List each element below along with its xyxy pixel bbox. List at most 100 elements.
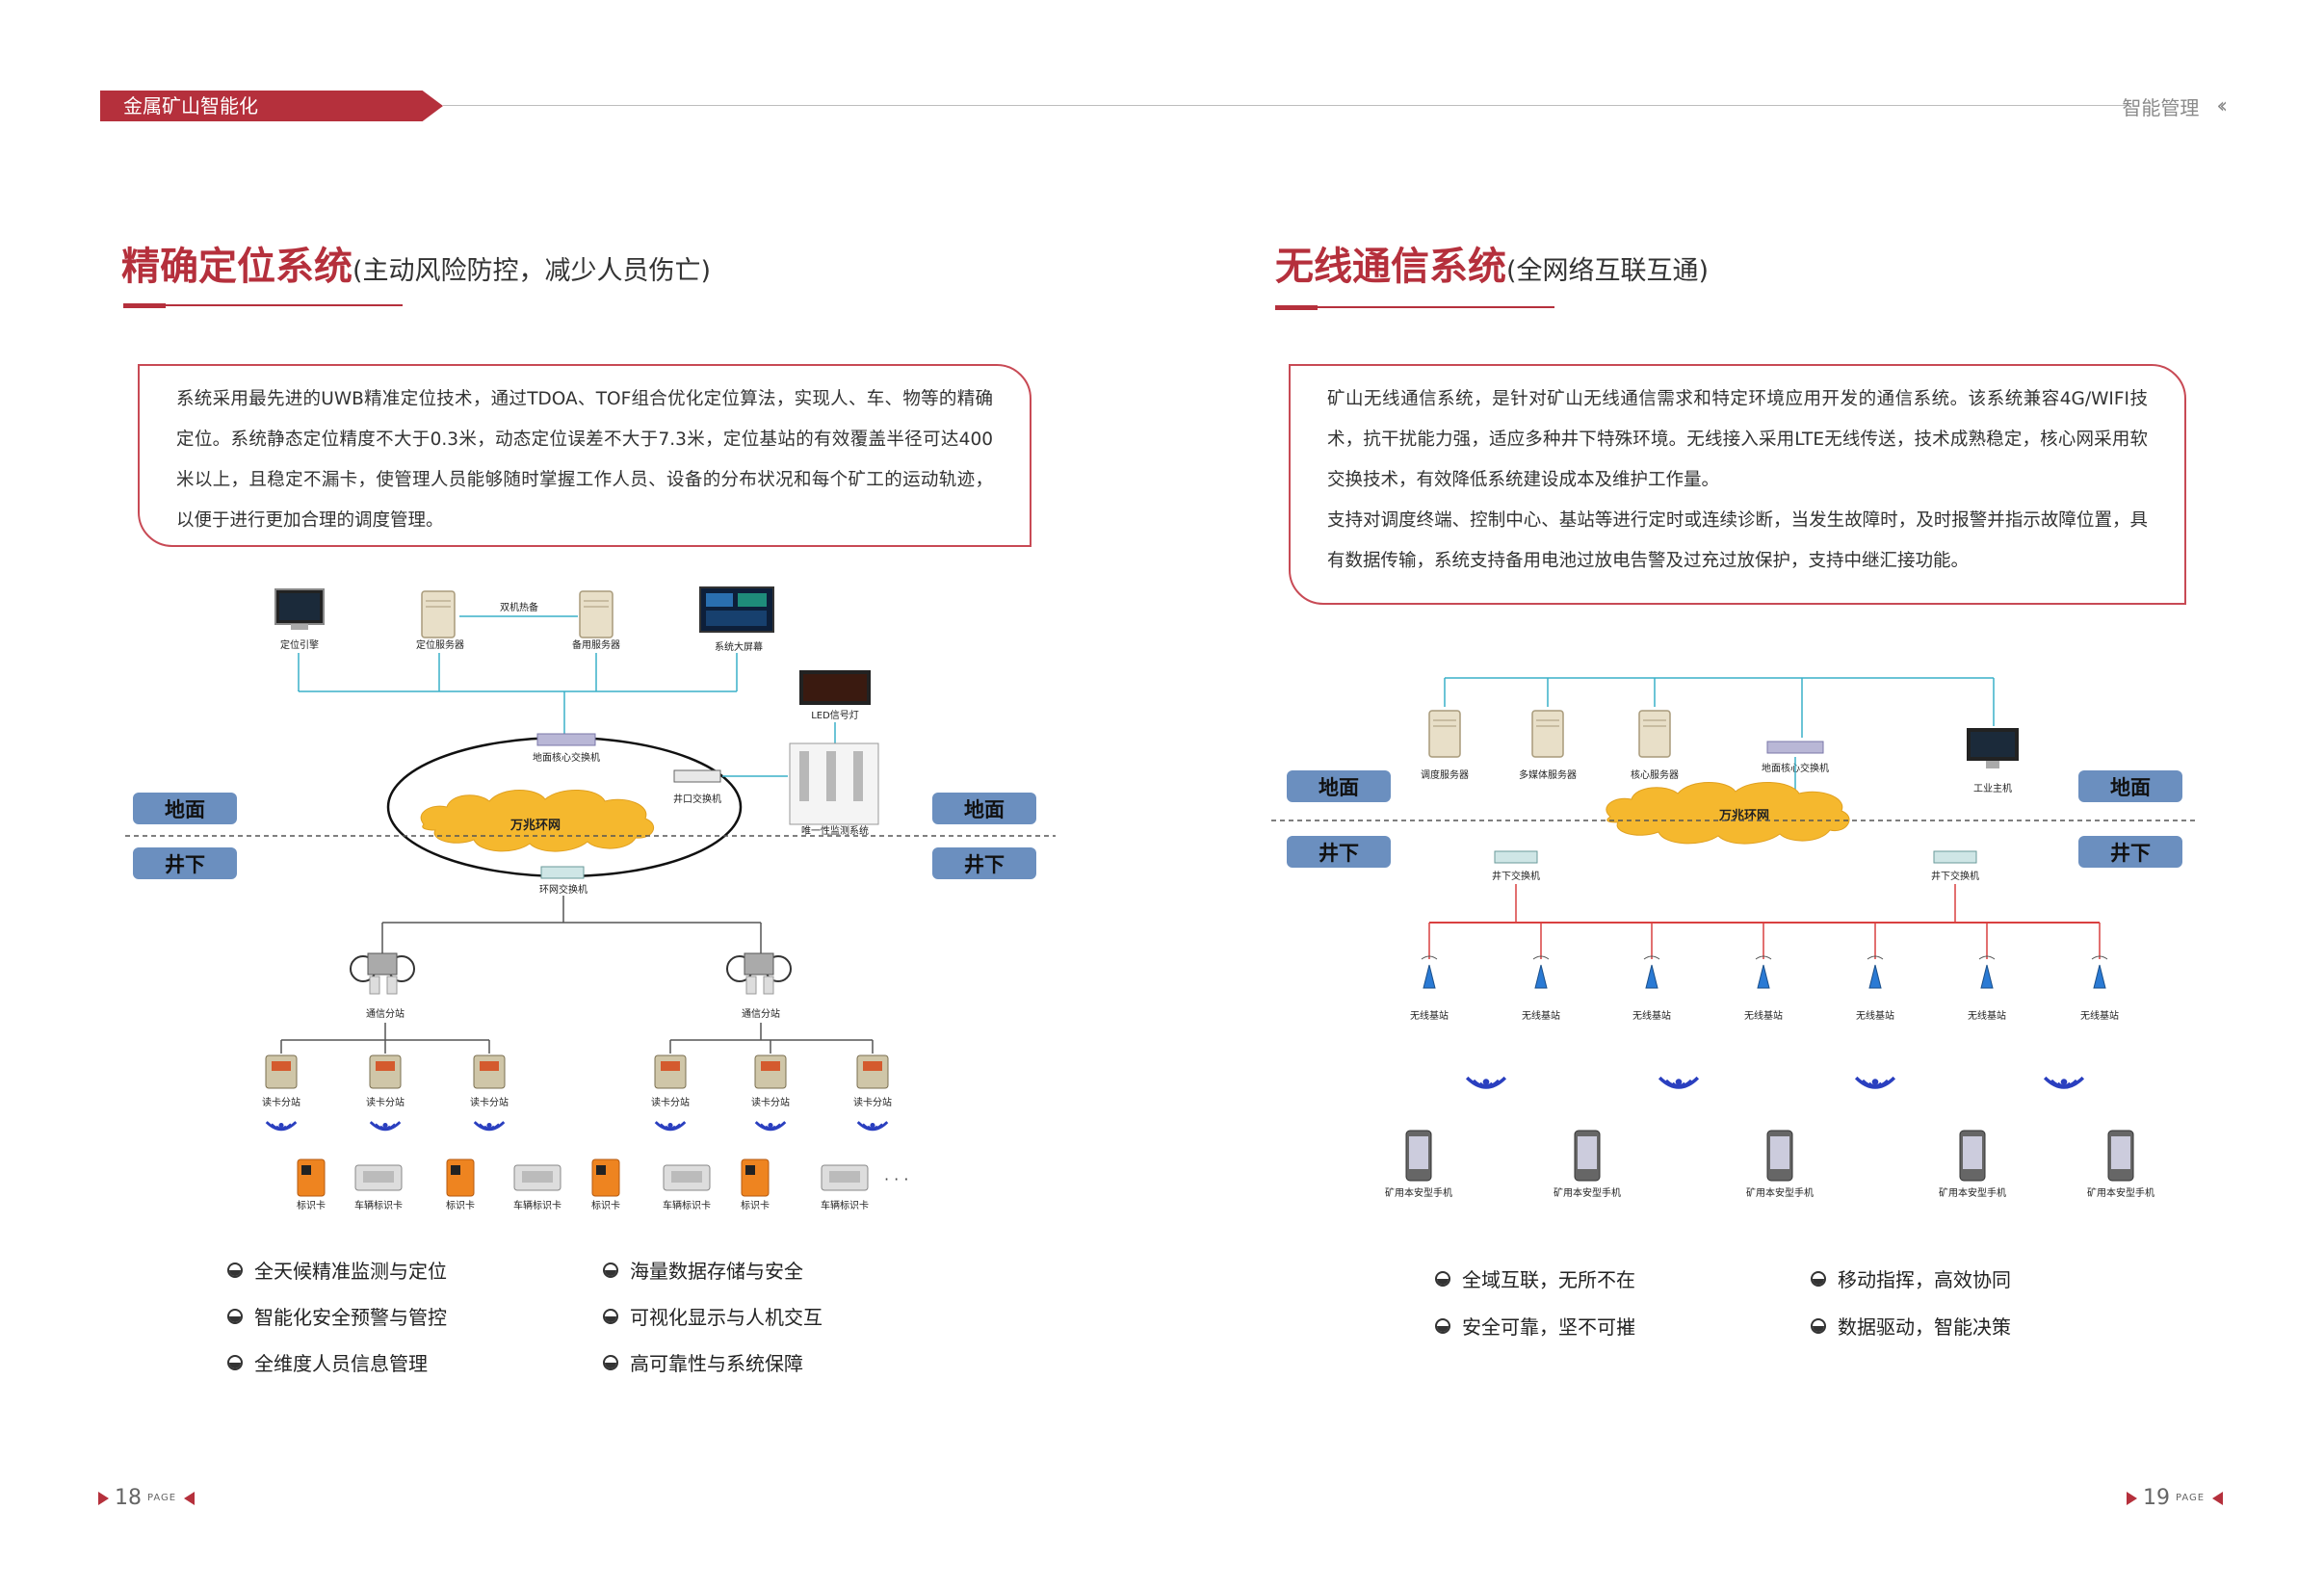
right-bullet: 安全可靠，坚不可摧: [1435, 1312, 1635, 1340]
wave-icon: [1465, 1076, 1507, 1089]
base-station-icon: 无线基站: [1744, 955, 1783, 1022]
left-bullet-text: 高可靠性与系统保障: [630, 1352, 803, 1375]
label-substation-right: 通信分站: [742, 1007, 780, 1020]
label-switch-left: 井下交换机: [1492, 870, 1540, 882]
right-underground-tag: 井下: [1287, 836, 1391, 868]
top-links: [1444, 677, 1995, 738]
wave-row: [1465, 1076, 2085, 1089]
right-description-box: 矿山无线通信系统，是针对矿山无线通信需求和特定环境应用开发的通信系统。该系统兼容…: [1289, 364, 2186, 605]
phone-row: 矿用本安型手机矿用本安型手机矿用本安型手机矿用本安型手机矿用本安型手机: [1385, 1130, 2154, 1199]
bullet-dot-icon: [227, 1308, 243, 1324]
phone-icon: 矿用本安型手机: [2087, 1130, 2154, 1199]
label-backup-server: 备用服务器: [572, 638, 620, 651]
label-vehicle-card: 车辆标识卡: [821, 1199, 869, 1211]
left-bullet-text: 全维度人员信息管理: [254, 1352, 428, 1375]
top-links: [298, 653, 738, 740]
server-icon: 调度服务器: [1421, 710, 1469, 781]
label-base-station: 无线基站: [1522, 1009, 1560, 1022]
left-page-num: 18: [115, 1486, 142, 1510]
right-title-mark: [1275, 305, 1318, 310]
reader-station: 读卡分站: [366, 1054, 405, 1132]
wave-icon: [473, 1121, 506, 1132]
phone-icon: 矿用本安型手机: [1554, 1130, 1621, 1199]
label-core-switch: 地面核心交换机: [533, 751, 600, 764]
device-gate: 唯一性监测系统: [789, 742, 879, 837]
right-ground-tag-right: 地面: [2078, 770, 2182, 802]
left-ground-tag-right: 地面: [932, 793, 1036, 824]
device-host: 工业主机: [1967, 728, 2019, 794]
substation-links: [381, 896, 762, 957]
card-row: 标识卡车辆标识卡标识卡车辆标识卡标识卡车辆标识卡标识卡车辆标识卡: [297, 1158, 869, 1211]
label-server: 调度服务器: [1421, 768, 1469, 781]
reader-station: 读卡分站: [262, 1054, 300, 1132]
right-title-underline: [1275, 306, 1554, 308]
label-substation-left: 通信分站: [366, 1007, 405, 1020]
reader-stations: 读卡分站读卡分站读卡分站读卡分站读卡分站读卡分站: [262, 1054, 892, 1132]
id-card: 标识卡: [741, 1158, 770, 1211]
right-bullet-text: 数据驱动，智能决策: [1838, 1315, 2011, 1339]
label-ring: 万兆环网: [1718, 808, 1769, 823]
base-station-row: 无线基站无线基站无线基站无线基站无线基站无线基站无线基站: [1410, 923, 2119, 1022]
right-page-number: 19 PAGE: [2127, 1486, 2224, 1510]
label-reader: 读卡分站: [470, 1096, 509, 1108]
right-bullet: 移动指挥，高效协同: [1811, 1264, 2011, 1292]
core-switch: 地面核心交换机: [533, 733, 600, 764]
device-backup-server: 备用服务器: [572, 590, 620, 651]
bullet-dot-icon: [227, 1262, 243, 1278]
label-ring-switch: 环网交换机: [539, 883, 588, 896]
wave-icon: [1658, 1076, 1700, 1089]
bullet-dot-icon: [1811, 1270, 1826, 1287]
vehicle-card: 车辆标识卡: [513, 1164, 561, 1211]
left-underground-tag: 井下: [133, 847, 237, 879]
label-positioning-engine: 定位引擎: [280, 638, 319, 651]
left-bullet-text: 可视化显示与人机交互: [630, 1306, 823, 1329]
id-card: 标识卡: [297, 1158, 326, 1211]
left-underground-tag-right: 井下: [932, 847, 1036, 879]
wave-icon: [754, 1121, 787, 1132]
left-section-heading: 精确定位系统(主动风险防控，减少人员伤亡): [121, 235, 711, 291]
label-phone: 矿用本安型手机: [1385, 1186, 1452, 1199]
label-base-station: 无线基站: [2080, 1009, 2119, 1022]
server-row: 调度服务器多媒体服务器核心服务器: [1421, 710, 1679, 781]
reader-station: 读卡分站: [751, 1054, 790, 1132]
ring-cloud: 万兆环网: [1606, 781, 1850, 845]
bullet-dot-icon: [603, 1308, 618, 1324]
positioning-system-diagram: 定位引擎 定位服务器 双机热备 备用服务器 系统大屏幕 LED信号灯 地面核心交…: [125, 586, 1056, 1211]
triangle-right-icon: [98, 1491, 109, 1505]
underground-switch-left: 井下交换机: [1492, 850, 1540, 882]
left-bullet: 全维度人员信息管理: [227, 1348, 428, 1376]
reader-station: 读卡分站: [853, 1054, 892, 1132]
label-phone: 矿用本安型手机: [1554, 1186, 1621, 1199]
label-vehicle-card: 车辆标识卡: [513, 1199, 561, 1211]
right-page-label: PAGE: [2176, 1493, 2206, 1503]
left-section-title: 精确定位系统: [121, 245, 353, 289]
right-bullet: 数据驱动，智能决策: [1811, 1312, 2011, 1340]
label-gate: 唯一性监测系统: [801, 824, 869, 837]
shaft-switch: 井口交换机: [673, 769, 788, 805]
left-bullet-text: 智能化安全预警与管控: [254, 1306, 447, 1329]
bullet-dot-icon: [1811, 1317, 1826, 1334]
header-tag-label: 金属矿山智能化: [123, 94, 258, 117]
bullet-dot-icon: [227, 1354, 243, 1370]
wave-icon: [856, 1121, 889, 1132]
right-bullet: 全域互联，无所不在: [1435, 1264, 1635, 1292]
right-bullet-text: 全域互联，无所不在: [1462, 1268, 1635, 1291]
right-section-subtitle: (全网络互联互通): [1506, 256, 1710, 286]
label-server: 多媒体服务器: [1519, 768, 1577, 781]
left-bullet-text: 海量数据存储与安全: [630, 1260, 803, 1283]
label-card: 标识卡: [591, 1199, 620, 1211]
left-page-label: PAGE: [147, 1493, 177, 1503]
header-tag: 金属矿山智能化: [100, 91, 443, 121]
wave-icon: [369, 1121, 402, 1132]
phone-icon: 矿用本安型手机: [1746, 1130, 1814, 1199]
left-section-subtitle: (主动风险防控，减少人员伤亡): [353, 256, 712, 286]
ring-switch: 环网交换机: [539, 866, 588, 896]
base-station-icon: 无线基站: [1968, 955, 2006, 1022]
label-host: 工业主机: [1973, 782, 2012, 794]
left-page-number: 18 PAGE: [98, 1486, 196, 1510]
substation-right: 通信分站: [726, 952, 792, 1020]
base-station-icon: 无线基站: [1522, 955, 1560, 1022]
label-base-station: 无线基站: [1410, 1009, 1449, 1022]
left-ground-tag: 地面: [133, 793, 237, 824]
bullet-dot-icon: [603, 1354, 618, 1370]
